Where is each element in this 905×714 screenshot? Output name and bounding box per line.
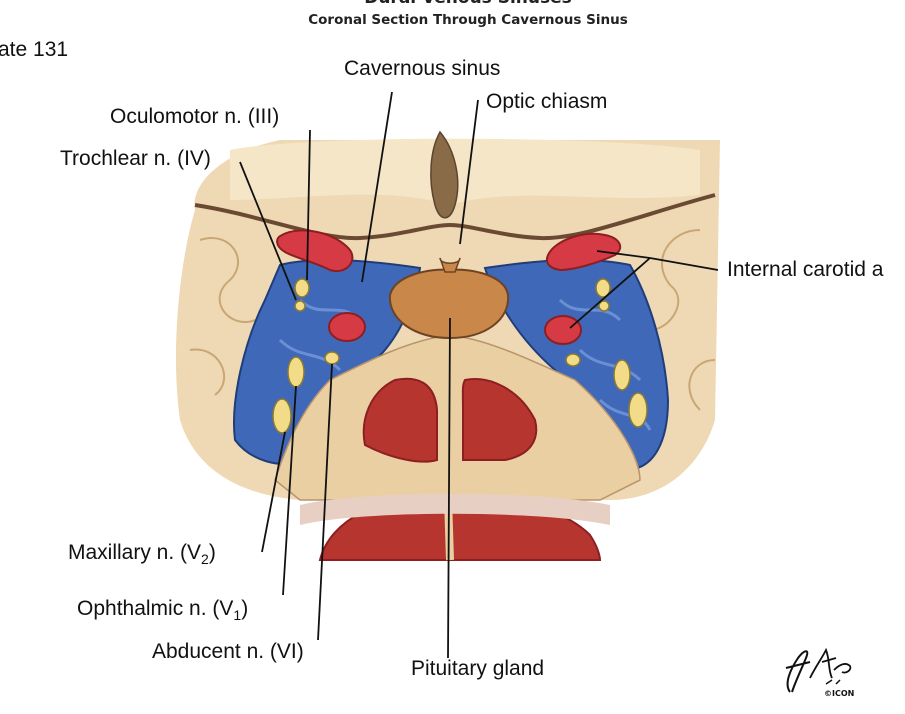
carotid-lower-left: [328, 312, 366, 342]
label-internal-carotid: Internal carotid a: [727, 258, 884, 281]
nerve-maxillary-left: [272, 398, 292, 434]
leader-optic-chiasm: [459, 99, 479, 245]
label-pituitary-gland: Pituitary gland: [411, 657, 545, 680]
leader-oculomotor: [306, 129, 311, 281]
label-maxillary-nerve: Maxillary n. (V2): [68, 541, 216, 567]
plate-number: ate 131: [0, 38, 69, 61]
pituitary-gland: [388, 268, 510, 340]
nerve-trochlear-left: [294, 300, 306, 312]
ophthalmic-subscript: 1: [233, 607, 242, 623]
carotid-upper-left: [276, 229, 354, 273]
sphenoid-sinus-right: [461, 378, 538, 461]
maxillary-subscript: 2: [201, 551, 209, 567]
nerve-ophthalmic-left: [287, 356, 305, 388]
carotid-upper-right: [545, 232, 622, 272]
nerve-abducent-right: [565, 353, 581, 367]
gyri-left: [189, 237, 256, 396]
maxillary-text: Maxillary n. (V: [68, 541, 202, 564]
carotid-lower-right: [544, 315, 582, 345]
leader-internal-carotid-2: [596, 250, 651, 259]
plate-subtitle: Coronal Section Through Cavernous Sinus: [308, 12, 628, 28]
label-cavernous-sinus: Cavernous sinus: [344, 57, 501, 80]
nerve-trochlear-right: [598, 300, 610, 312]
sphenoid-bone: [274, 334, 641, 501]
mucosa-band: [300, 493, 610, 525]
third-ventricle: [430, 130, 459, 219]
leader-abducent: [317, 363, 333, 641]
leader-ophthalmic: [282, 385, 297, 596]
maxillary-close-paren: ): [208, 541, 216, 564]
upper-white-matter: [230, 138, 700, 205]
nerve-oculomotor-right: [595, 278, 611, 298]
pituitary-stalk: [439, 257, 461, 273]
label-trochlear-nerve: Trochlear n. (IV): [60, 147, 211, 170]
gyri-right: [649, 229, 716, 411]
label-abducent-nerve: Abducent n. (VI): [152, 640, 304, 663]
leader-cavernous-sinus: [361, 91, 393, 283]
nerve-oculomotor-left: [294, 278, 310, 298]
sphenoid-sinus-left: [362, 377, 438, 463]
leader-trochlear: [239, 161, 297, 301]
leader-internal-carotid-1: [649, 257, 719, 271]
label-oculomotor-nerve: Oculomotor n. (III): [110, 105, 280, 128]
nerve-maxillary-right: [628, 392, 648, 428]
label-optic-chiasm: Optic chiasm: [486, 90, 608, 113]
netter-signature: ©ICON: [785, 647, 854, 698]
plate-title: Dural Venous Sinuses: [0, 0, 905, 8]
nerve-ophthalmic-right: [613, 359, 631, 391]
svg-text:©ICON: ©ICON: [824, 689, 854, 698]
label-ophthalmic-nerve: Ophthalmic n. (V1): [77, 597, 249, 623]
ophthalmic-text: Ophthalmic n. (V: [77, 597, 234, 620]
ophthalmic-close-paren: ): [241, 597, 249, 620]
leader-maxillary: [261, 431, 286, 553]
leader-internal-carotid-3: [569, 257, 651, 329]
leader-pituitary: [447, 317, 451, 659]
nerve-abducent-left: [324, 351, 340, 365]
